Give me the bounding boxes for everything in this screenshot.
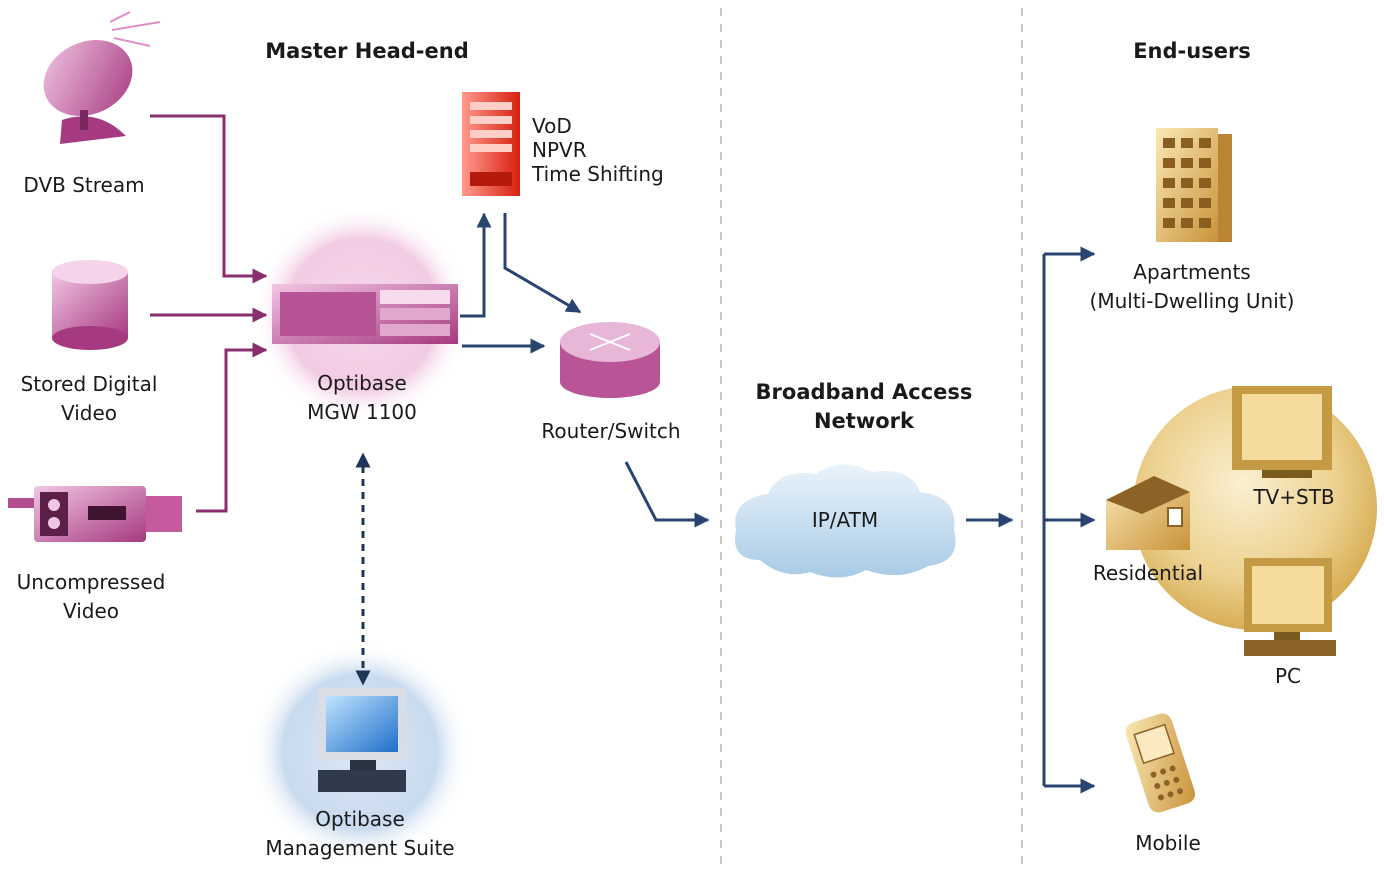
- camcorder-icon: [8, 486, 182, 542]
- label-mgw-line2: MGW 1100: [307, 400, 417, 424]
- label-npvr: NPVR: [532, 138, 587, 162]
- label-ip-atm: IP/ATM: [812, 508, 878, 532]
- pc-icon: [1244, 558, 1336, 656]
- label-uncompressed-line1: Uncompressed: [17, 570, 166, 594]
- label-mgw-line1: Optibase: [317, 371, 407, 395]
- tv-icon: [1232, 386, 1332, 478]
- cloud-icon: [735, 464, 956, 578]
- header-master-headend: Master Head-end: [265, 39, 468, 63]
- arrow-router-to-cloud: [624, 461, 710, 528]
- arrow-uncompressed-to-mgw: [196, 342, 268, 513]
- arrow-dvb-to-mgw: [150, 114, 268, 284]
- management-pc-icon: [318, 688, 406, 792]
- satellite-dish-icon: [43, 11, 161, 144]
- header-broadband-line1: Broadband Access: [756, 380, 973, 404]
- label-tv-stb: TV+STB: [1252, 485, 1334, 509]
- label-mobile: Mobile: [1135, 831, 1201, 855]
- label-stored-line1: Stored Digital: [21, 372, 158, 396]
- apartment-building-icon: [1156, 128, 1232, 242]
- label-router-switch: Router/Switch: [541, 419, 680, 443]
- label-residential: Residential: [1093, 561, 1203, 585]
- label-apartments-line1: Apartments: [1133, 260, 1250, 284]
- mgw-server-icon: [272, 284, 458, 344]
- header-broadband-line2: Network: [814, 409, 915, 433]
- router-icon: [560, 322, 660, 398]
- arrow-vod-to-router: [503, 213, 582, 314]
- label-uncompressed-line2: Video: [63, 599, 119, 623]
- label-mgmt-line1: Optibase: [315, 807, 405, 831]
- label-apartments-line2: (Multi-Dwelling Unit): [1090, 289, 1295, 313]
- vod-server-icon: [462, 92, 520, 196]
- label-dvb-stream: DVB Stream: [23, 173, 144, 197]
- header-end-users: End-users: [1133, 39, 1251, 63]
- house-icon: [1106, 476, 1190, 550]
- label-vod: VoD: [532, 114, 572, 138]
- label-stored-line2: Video: [61, 401, 117, 425]
- label-pc: PC: [1275, 664, 1301, 688]
- label-time-shifting: Time Shifting: [531, 162, 664, 186]
- label-mgmt-line2: Management Suite: [265, 836, 454, 860]
- database-icon: [52, 260, 128, 350]
- arrow-mgw-to-vod: [460, 212, 492, 318]
- mobile-phone-icon: [1125, 713, 1196, 813]
